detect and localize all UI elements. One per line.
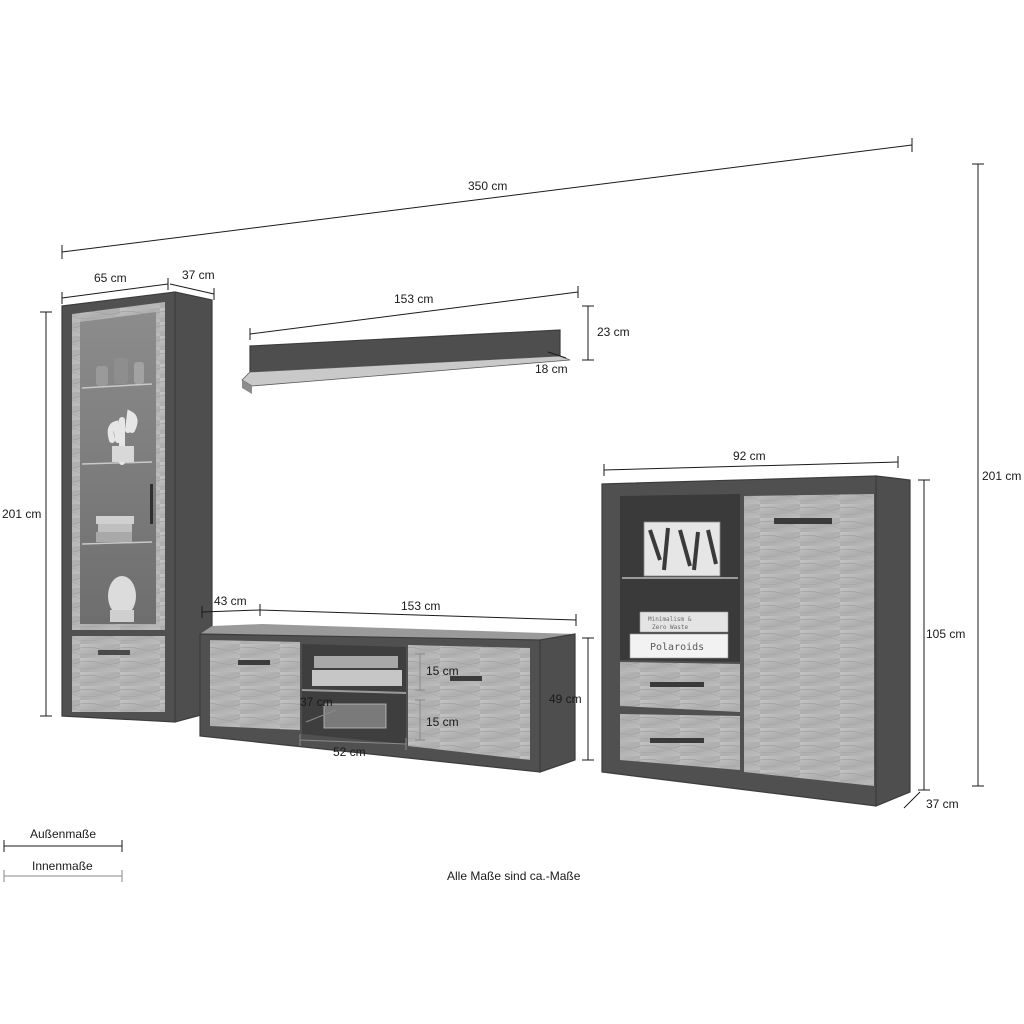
label-highboard-height: 105 cm	[926, 627, 965, 641]
label-vitrine-depth: 37 cm	[182, 268, 215, 282]
label-shelf-height: 23 cm	[597, 325, 630, 339]
vase-decor	[134, 362, 144, 384]
lowboard-left-door	[210, 640, 300, 730]
vitrine-bottom-drawer	[72, 636, 165, 712]
legend-outer-dimensions: Außenmaße	[30, 827, 96, 841]
dimension-lines	[3, 138, 984, 882]
books-decor	[98, 524, 132, 532]
lowboard-right-handle	[450, 676, 482, 681]
label-highboard-width: 92 cm	[733, 449, 766, 463]
highboard-upper-drawer-handle	[650, 682, 704, 687]
label-total-width: 350 cm	[468, 179, 507, 193]
wall-shelf	[241, 329, 571, 394]
label-set-height: 201 cm	[982, 469, 1021, 483]
book-title-line-1: Minimalism &	[648, 616, 692, 623]
dimension-labels: 350 cm 65 cm 37 cm 201 cm 153 cm 23 cm 1…	[2, 179, 1021, 811]
shelf-board-edge	[242, 380, 252, 394]
label-compartment-height-bottom: 15 cm	[426, 715, 459, 729]
approximate-dimensions-note: Alle Maße sind ca.-Maße	[447, 869, 581, 883]
highboard-side	[875, 475, 911, 807]
label-compartment-height-top: 15 cm	[426, 664, 459, 678]
vitrine-glass-shelf	[81, 383, 153, 389]
vitrine-door-handle	[150, 484, 153, 524]
lowboard-right-door	[408, 645, 530, 760]
books-decor	[96, 532, 132, 542]
book-polaroids-title: Polaroids	[650, 642, 704, 653]
vitrine-glass-shelf	[81, 461, 153, 465]
label-tv-height: 49 cm	[549, 692, 582, 706]
vitrine-glass-shelf	[81, 541, 153, 545]
label-vitrine-height: 201 cm	[2, 507, 41, 521]
tv-lowboard	[199, 624, 576, 773]
lowboard-inner-shelf	[301, 689, 407, 694]
legend-inner-dimensions: Innenmaße	[32, 859, 93, 873]
highboard-door-handle	[774, 518, 832, 524]
label-highboard-depth: 37 cm	[926, 797, 959, 811]
picture-frame-art	[648, 527, 718, 571]
label-shelf-width: 153 cm	[394, 292, 433, 306]
cactus-pot	[112, 446, 134, 462]
book-title-line-2: Zero Waste	[652, 624, 689, 631]
lowboard-top	[200, 624, 575, 640]
label-tv-width: 153 cm	[401, 599, 440, 613]
av-receiver-device	[312, 670, 402, 686]
lowboard-left-handle	[238, 660, 270, 665]
label-tv-depth: 43 cm	[214, 594, 247, 608]
av-receiver-device	[314, 656, 398, 668]
highboard-door	[744, 494, 874, 786]
highboard-lower-drawer-handle	[650, 738, 704, 743]
vitrine-cabinet	[61, 291, 213, 723]
vase-decor	[96, 366, 108, 386]
wire-basket-decor	[323, 703, 387, 729]
head-sculpture-decor	[108, 576, 136, 616]
book-polaroids	[629, 633, 729, 659]
label-shelf-depth: 18 cm	[535, 362, 568, 376]
vitrine-drawer-handle	[98, 650, 130, 655]
label-compartment-width: 52 cm	[333, 745, 366, 759]
vase-decor	[114, 358, 128, 384]
vitrine-glass-door	[80, 312, 156, 624]
head-sculpture-base	[110, 610, 134, 622]
highboard-cabinet: Minimalism & Zero Waste Polaroids	[601, 475, 911, 807]
label-compartment-depth: 37 cm	[300, 695, 333, 709]
book-minimalism	[639, 611, 729, 633]
label-vitrine-width: 65 cm	[94, 271, 127, 285]
legend: Außenmaße Innenmaße	[30, 827, 96, 873]
books-decor	[96, 516, 134, 524]
